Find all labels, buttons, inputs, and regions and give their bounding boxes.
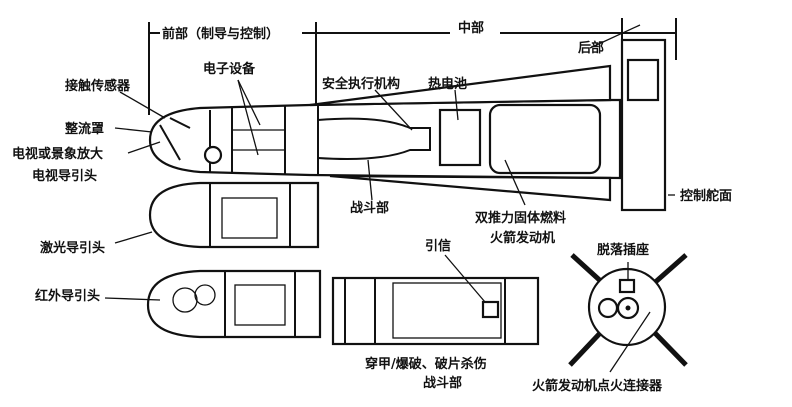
label-thermal-battery: 热电池 bbox=[428, 76, 467, 92]
label-alt-warhead-line1: 穿甲/爆破、破片杀伤 bbox=[365, 356, 487, 372]
laser-seeker-section bbox=[148, 181, 320, 249]
leader-ir bbox=[104, 297, 161, 301]
missile-main-body bbox=[148, 38, 667, 212]
section-front-label: 前部（制导与控制） bbox=[162, 26, 279, 42]
alt-warhead-section bbox=[331, 276, 540, 346]
label-fuze: 引信 bbox=[425, 238, 451, 254]
label-control-fin: 控制舵面 bbox=[680, 188, 732, 204]
label-tv-magnifier: 电视或景象放大 bbox=[12, 146, 103, 162]
label-electronics: 电子设备 bbox=[203, 61, 256, 77]
leader-laser bbox=[114, 231, 153, 244]
label-ignition-connector: 火箭发动机点火连接器 bbox=[532, 378, 663, 394]
section-dimension-lines bbox=[148, 18, 677, 115]
leader-ignition bbox=[609, 311, 651, 373]
label-umbilical: 脱落插座 bbox=[597, 242, 649, 258]
section-rear-label: 后部 bbox=[578, 40, 604, 56]
label-laser-seeker: 激光导引头 bbox=[40, 240, 105, 256]
label-contact-sensor: 接触传感器 bbox=[65, 78, 131, 94]
label-fairing: 整流罩 bbox=[64, 121, 104, 137]
label-warhead: 战斗部 bbox=[350, 200, 389, 216]
rear-view bbox=[568, 253, 688, 367]
ir-seeker-section bbox=[146, 269, 322, 339]
leader-fuze bbox=[444, 254, 486, 303]
label-tv-seeker: 电视导引头 bbox=[32, 168, 97, 184]
leader-lines bbox=[114, 79, 675, 206]
label-safety-arming: 安全执行机构 bbox=[322, 76, 400, 92]
section-middle-label: 中部 bbox=[458, 20, 484, 36]
label-motor-line2: 火箭发动机 bbox=[490, 230, 555, 246]
label-alt-warhead-line2: 战斗部 bbox=[423, 375, 462, 391]
label-ir-seeker: 红外导引头 bbox=[35, 288, 100, 304]
label-motor-line1: 双推力固体燃料 bbox=[475, 210, 566, 226]
